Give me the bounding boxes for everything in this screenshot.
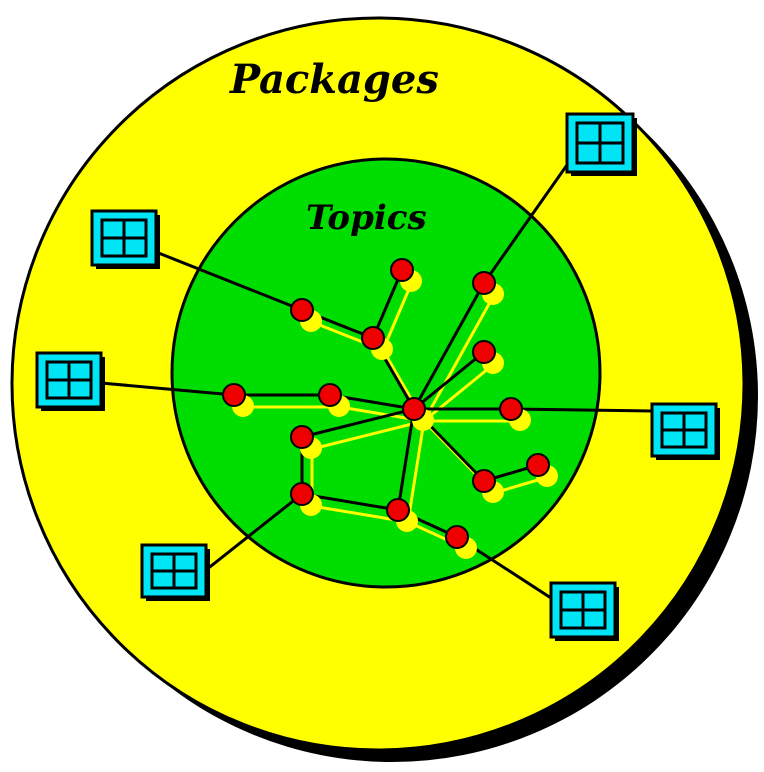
topic-node-icon: [318, 383, 342, 407]
topic-node-icon: [472, 469, 496, 493]
package-icons: [35, 112, 720, 641]
topic-link: [412, 281, 486, 411]
topic-node: [290, 298, 322, 332]
topic-node-icon: [222, 383, 246, 407]
topic-link: [396, 407, 416, 512]
topics-label: Topics: [306, 198, 427, 238]
package-icon-upper-right: [565, 112, 637, 176]
topic-link: [412, 350, 486, 411]
topic-node: [318, 383, 350, 417]
packages-label: Packages: [229, 56, 439, 103]
topic-node: [402, 397, 434, 431]
package-icon-lower-right: [549, 581, 619, 641]
topic-node-icon: [386, 498, 410, 522]
package-link-upper-left: [154, 250, 304, 312]
topic-node-icon: [472, 340, 496, 364]
package-icon-lower-left: [140, 543, 210, 601]
topic-node: [472, 271, 504, 305]
topic-node: [526, 453, 558, 487]
topic-node-icon: [361, 326, 385, 350]
package-link-upper-right: [482, 163, 569, 285]
topic-node: [222, 383, 254, 417]
package-link-lower-left: [204, 492, 304, 572]
topic-link-highlight: [310, 419, 426, 451]
topic-node-icon: [390, 258, 414, 282]
package-icon-left: [35, 351, 105, 411]
topic-node-icon: [526, 453, 550, 477]
topic-link: [300, 407, 416, 439]
package-links: [99, 163, 654, 600]
topic-node: [290, 482, 322, 516]
topic-link-highlight: [381, 280, 414, 352]
topic-node: [386, 498, 418, 532]
topic-link: [371, 268, 404, 340]
topic-node: [361, 326, 393, 360]
topic-node: [499, 397, 531, 431]
package-link-left: [99, 381, 236, 397]
topic-nodes: [222, 258, 558, 559]
topic-node: [472, 340, 504, 374]
topic-link-highlight: [406, 419, 426, 524]
topic-node-icon: [290, 425, 314, 449]
topic-node: [445, 525, 477, 559]
topic-node: [472, 469, 504, 503]
topic-node-icon: [445, 525, 469, 549]
package-link-right: [509, 407, 654, 413]
topic-node: [390, 258, 422, 292]
topic-node: [290, 425, 322, 459]
topic-node-icon: [290, 298, 314, 322]
topic-node-icon: [290, 482, 314, 506]
topic-node-icon: [499, 397, 523, 421]
topic-node-icon: [472, 271, 496, 295]
topic-link-highlight: [422, 362, 496, 423]
topic-node-icon: [402, 397, 426, 421]
topic-link-highlight: [422, 293, 496, 423]
package-icon-upper-left: [90, 209, 160, 269]
package-icon-right: [650, 402, 720, 460]
